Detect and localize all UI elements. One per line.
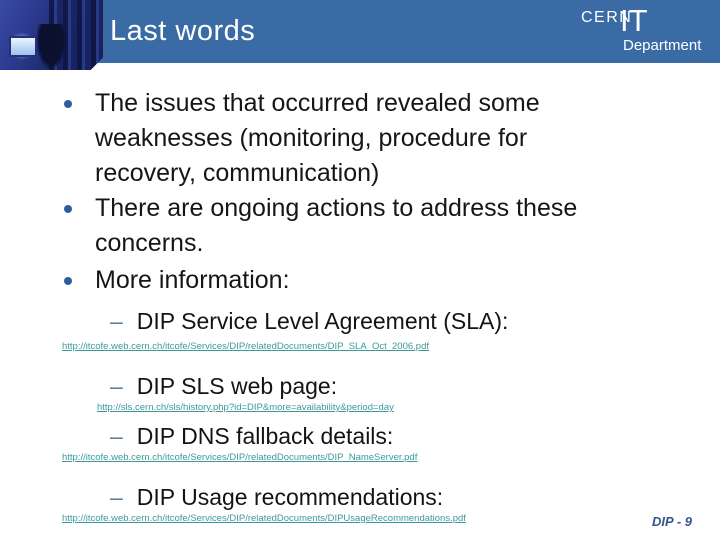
bullet-item: There are ongoing actions to address the…	[95, 194, 578, 257]
bullet-item: More information:	[95, 266, 290, 294]
sub-bullet-label: DIP Service Level Agreement (SLA):	[136, 308, 509, 334]
bullet-icon	[64, 205, 72, 213]
page-number: DIP - 9	[652, 514, 692, 529]
person-silhouette-art	[36, 24, 66, 70]
bullet-icon	[64, 277, 72, 285]
bullet-item: The issues that occurred revealed some w…	[95, 89, 540, 187]
bullet-icon	[64, 100, 72, 108]
link-dip-sls[interactable]: http://sls.cern.ch/sls/history.php?id=DI…	[97, 402, 394, 413]
it-logo-text: IT	[620, 3, 648, 38]
header-photo-image	[0, 0, 103, 70]
dash-icon: –	[110, 423, 123, 449]
department-logo-text: Department	[623, 37, 702, 54]
sub-bullet-sls: –DIP SLS web page:	[110, 373, 670, 399]
sub-bullet-dns: –DIP DNS fallback details:	[110, 423, 670, 449]
header-bar	[0, 0, 720, 63]
sub-bullet-label: DIP SLS web page:	[136, 373, 338, 399]
sub-bullet-sla: –DIP Service Level Agreement (SLA):	[110, 308, 670, 334]
sub-bullet-label: DIP Usage recommendations:	[136, 484, 444, 510]
monitor-art	[9, 36, 37, 57]
cern-logo-text: CERN	[581, 9, 633, 26]
link-dip-nameserver[interactable]: http://itcofe.web.cern.ch/itcofe/Service…	[62, 452, 418, 463]
sub-bullet-usage: –DIP Usage recommendations:	[110, 484, 670, 510]
link-dip-sla[interactable]: http://itcofe.web.cern.ch/itcofe/Service…	[62, 341, 429, 352]
slide-title: Last words	[110, 15, 256, 47]
sub-bullet-label: DIP DNS fallback details:	[136, 423, 394, 449]
link-dip-usage[interactable]: http://itcofe.web.cern.ch/itcofe/Service…	[62, 513, 466, 524]
dash-icon: –	[110, 308, 123, 334]
dash-icon: –	[110, 373, 123, 399]
dash-icon: –	[110, 484, 123, 510]
